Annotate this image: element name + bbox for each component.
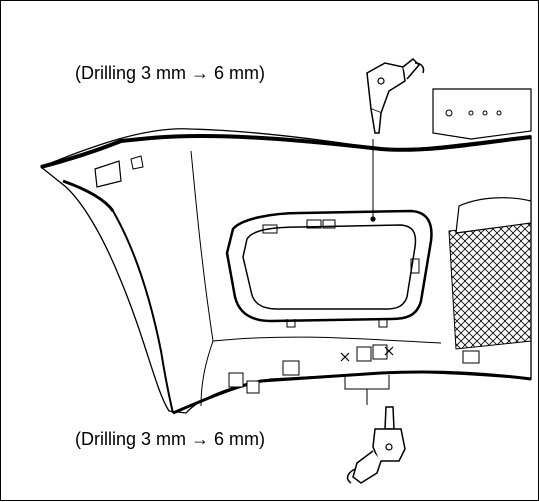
drill-top [366,57,425,134]
drilling-callout-top: (Drilling 3 mm → 6 mm) [75,63,266,83]
lamp-opening [225,209,433,328]
grille-mesh [448,197,532,350]
leader-lines [344,139,390,405]
upper-panel [432,88,532,140]
drilling-callout-bottom: (Drilling 3 mm → 6 mm) [75,429,266,449]
drill-bottom [346,406,406,484]
lower-clips [228,344,480,394]
